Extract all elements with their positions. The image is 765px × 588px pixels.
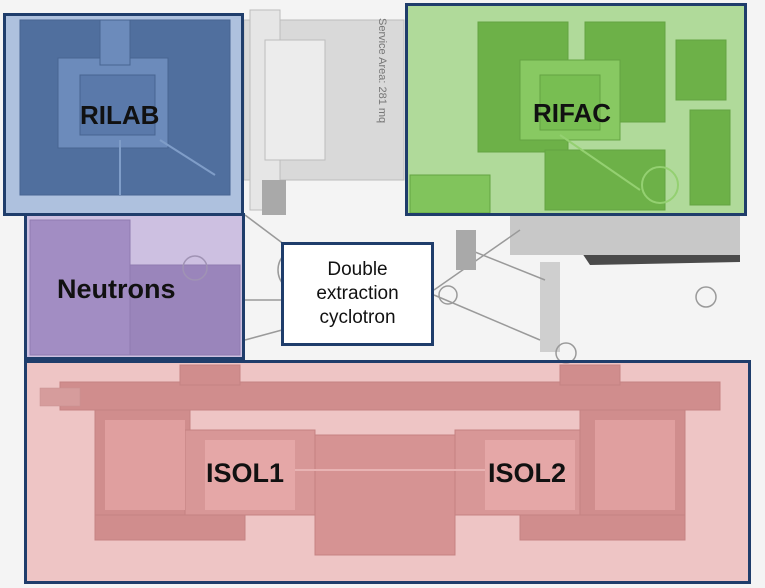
zone-label-rilab: RILAB: [80, 100, 160, 130]
zone-rifac: [405, 3, 747, 216]
cyclotron-label-line-2: extraction: [316, 283, 399, 304]
zone-label-isol2: ISOL2: [488, 458, 567, 488]
zone-isol: [24, 360, 751, 584]
zone-rilab: [3, 13, 244, 216]
cyclotron-label-line-1: Double: [327, 259, 388, 280]
cyclotron-box: Double extraction cyclotron: [281, 242, 434, 346]
zone-label-rifac: RIFAC: [533, 98, 611, 128]
cyclotron-label-line-3: cyclotron: [319, 307, 396, 328]
zone-label-isol1: ISOL1: [206, 458, 285, 488]
zone-label-neutrons: Neutrons: [57, 274, 176, 304]
zone-neutrons: [24, 213, 245, 360]
service-area-annotation: Service Area: 281 mq: [376, 18, 388, 124]
